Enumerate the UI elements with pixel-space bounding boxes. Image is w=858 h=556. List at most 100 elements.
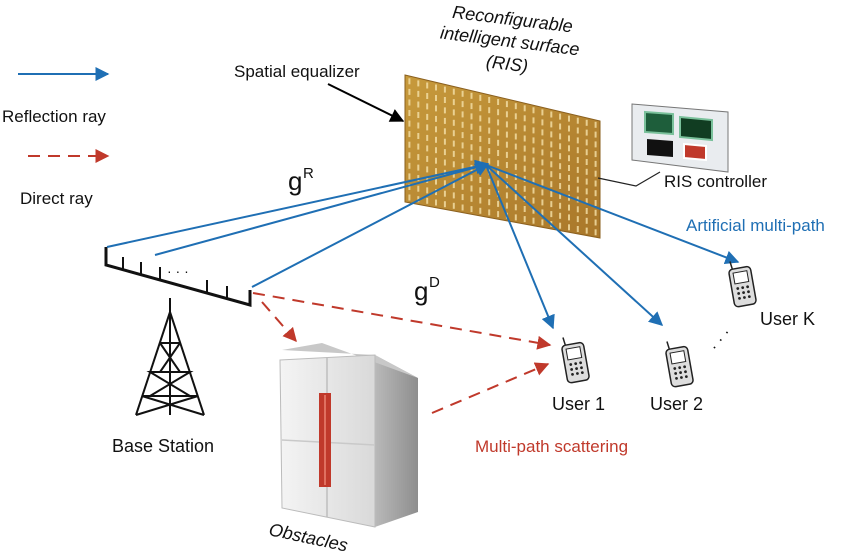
ris-element: [585, 129, 588, 136]
ris-element: [585, 217, 588, 224]
ris-element: [559, 183, 562, 189]
ris-element: [559, 133, 562, 140]
ris-element: [532, 157, 535, 164]
ris-element: [488, 189, 491, 195]
ris-element: [568, 165, 570, 171]
ris-element: [488, 107, 491, 114]
ris-element: [532, 187, 535, 194]
ris-element: [559, 173, 562, 180]
ris-element: [505, 202, 508, 209]
ris-element: [523, 145, 526, 152]
ris-element: [488, 158, 491, 165]
ris-element: [523, 216, 526, 223]
user-1-label: User 1: [552, 394, 605, 414]
ris-element: [497, 99, 500, 105]
ris-element: [568, 204, 570, 211]
ris-element: [514, 113, 517, 120]
gD-base: g: [414, 276, 428, 306]
ris-element: [452, 88, 455, 95]
ris-element: [452, 119, 455, 126]
ris-element: [594, 160, 597, 167]
ris-element: [514, 163, 517, 170]
ris-element: [443, 97, 446, 103]
ris-element: [505, 121, 508, 128]
ris-element: [488, 97, 491, 103]
ris-element: [505, 162, 508, 168]
ris-element: [550, 161, 553, 168]
ris-element: [585, 119, 588, 126]
ris-element: [541, 169, 544, 176]
ris-element: [585, 178, 588, 185]
ris-element: [559, 153, 562, 160]
ris-element: [576, 216, 579, 223]
ris-element: [585, 208, 588, 214]
ris-element: [585, 227, 588, 234]
ris-element: [559, 202, 562, 209]
ris-element: [443, 201, 446, 208]
ris-element: [541, 149, 544, 156]
ris-element: [497, 129, 500, 136]
ris-element: [470, 113, 473, 120]
ris-element: [417, 90, 420, 97]
ris-element: [550, 211, 553, 218]
ris-element: [479, 197, 482, 204]
ris-element: [568, 125, 570, 132]
ris-element: [585, 168, 588, 175]
ris-element: [426, 166, 429, 173]
spatial-equalizer-label: Spatial equalizer: [234, 62, 360, 81]
ris-element: [541, 119, 544, 126]
ris-title-line3: (RIS): [485, 51, 529, 76]
obstacle-cabinet: [279, 343, 418, 528]
gD-sup: D: [429, 274, 440, 291]
ris-element: [443, 180, 446, 187]
tower-icon: [135, 298, 205, 416]
ris-element: [435, 199, 437, 206]
ris-element: [568, 155, 570, 162]
ris-element: [426, 93, 429, 99]
ris-element: [426, 197, 429, 204]
ris-element: [408, 110, 411, 116]
ris-element: [443, 86, 446, 93]
ris-controller-board: [597, 103, 729, 187]
ris-element: [426, 82, 429, 89]
ris-element: [514, 143, 517, 150]
ris-element: [532, 147, 535, 154]
obstacles-label: Obstacles: [267, 519, 349, 555]
ris-element: [470, 154, 473, 161]
ris-element: [559, 222, 562, 229]
ris-element: [417, 80, 420, 87]
ris-element: [550, 151, 553, 158]
ris-element: [470, 134, 473, 140]
ris-element: [470, 123, 473, 130]
ris-element: [488, 199, 491, 206]
ris-element: [497, 150, 500, 156]
ris-element: [497, 180, 500, 187]
gR-base: g: [288, 166, 302, 196]
ris-element: [488, 148, 491, 155]
ris-element: [550, 191, 553, 198]
ris-element: [461, 111, 464, 118]
ris-element: [461, 194, 464, 201]
user-2-label: User 2: [650, 394, 703, 414]
ris-controller-label: RIS controller: [664, 172, 767, 191]
ris-element: [452, 140, 455, 147]
ris-element: [479, 125, 482, 132]
legend-direct-label: Direct ray: [20, 189, 93, 208]
ris-element: [505, 141, 508, 148]
ris-element: [461, 121, 464, 128]
ris-element: [523, 135, 526, 142]
ris-element: [594, 151, 597, 158]
ris-element: [408, 152, 411, 159]
ris-element: [541, 209, 544, 216]
ris-element: [594, 131, 597, 138]
base-station-label: Base Station: [112, 436, 214, 456]
ris-element: [594, 141, 597, 148]
ris-element: [408, 78, 411, 85]
multipath-scattering-label: Multi-path scattering: [475, 437, 628, 456]
ris-element: [408, 88, 411, 95]
ris-element: [435, 105, 437, 112]
ris-element: [541, 159, 544, 166]
ris-element: [576, 137, 579, 144]
ris-element: [568, 115, 570, 122]
ris-element: [470, 103, 473, 110]
